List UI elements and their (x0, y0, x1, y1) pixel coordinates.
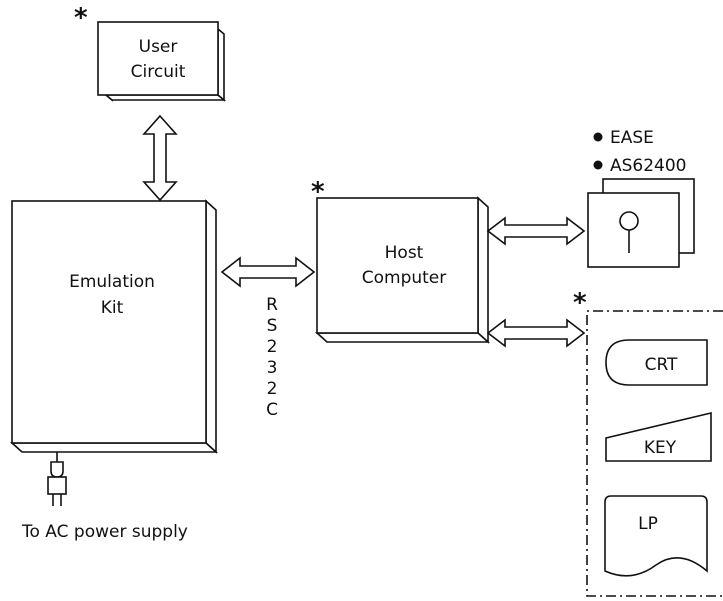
asterisk-host-computer: * (311, 177, 325, 207)
bullet-icon (593, 160, 603, 170)
rs232c-char-6: C (266, 400, 278, 420)
user-circuit-label-1: User (139, 37, 178, 57)
host-computer-label-1: Host (385, 243, 424, 263)
power-plug-icon (47, 452, 67, 506)
rs232c-char-4: 3 (267, 358, 278, 378)
crt-label: CRT (645, 355, 678, 375)
user-circuit-block: User Circuit (97, 21, 227, 102)
lp-label: LP (638, 514, 658, 534)
floppy-disk-icon (587, 178, 695, 268)
user-circuit-label-2: Circuit (131, 62, 186, 82)
keyboard-device: KEY (605, 411, 712, 462)
peripherals-box (586, 310, 723, 597)
kit-host-double-arrow (220, 256, 316, 288)
asterisk-peripherals: * (573, 288, 587, 318)
rs232c-char-1: R (266, 295, 278, 315)
emulation-kit-block: Emulation Kit (9, 199, 219, 454)
crt-device: CRT (605, 339, 708, 386)
host-computer-label-2: Computer (362, 268, 447, 288)
rs232c-char-2: S (267, 316, 278, 336)
rs232c-label: R S 2 3 2 C (266, 295, 278, 420)
line-printer-device: LP (604, 495, 708, 577)
power-supply-label: To AC power supply (21, 522, 188, 542)
software-item-ease: EASE (610, 128, 654, 148)
user-kit-double-arrow (142, 114, 178, 202)
key-label: KEY (644, 438, 677, 458)
rs232c-char-3: 2 (267, 337, 278, 357)
emulation-kit-label-1: Emulation (69, 272, 155, 292)
emulation-kit-label-2: Kit (101, 298, 124, 318)
software-item-as62400: AS62400 (610, 156, 687, 176)
asterisk-user-circuit: * (74, 3, 88, 33)
bullet-icon (593, 132, 603, 142)
host-peripherals-double-arrow (486, 318, 586, 348)
rs232c-char-5: 2 (267, 379, 278, 399)
host-floppy-double-arrow (486, 216, 586, 246)
host-computer-block: Host Computer (314, 196, 491, 344)
